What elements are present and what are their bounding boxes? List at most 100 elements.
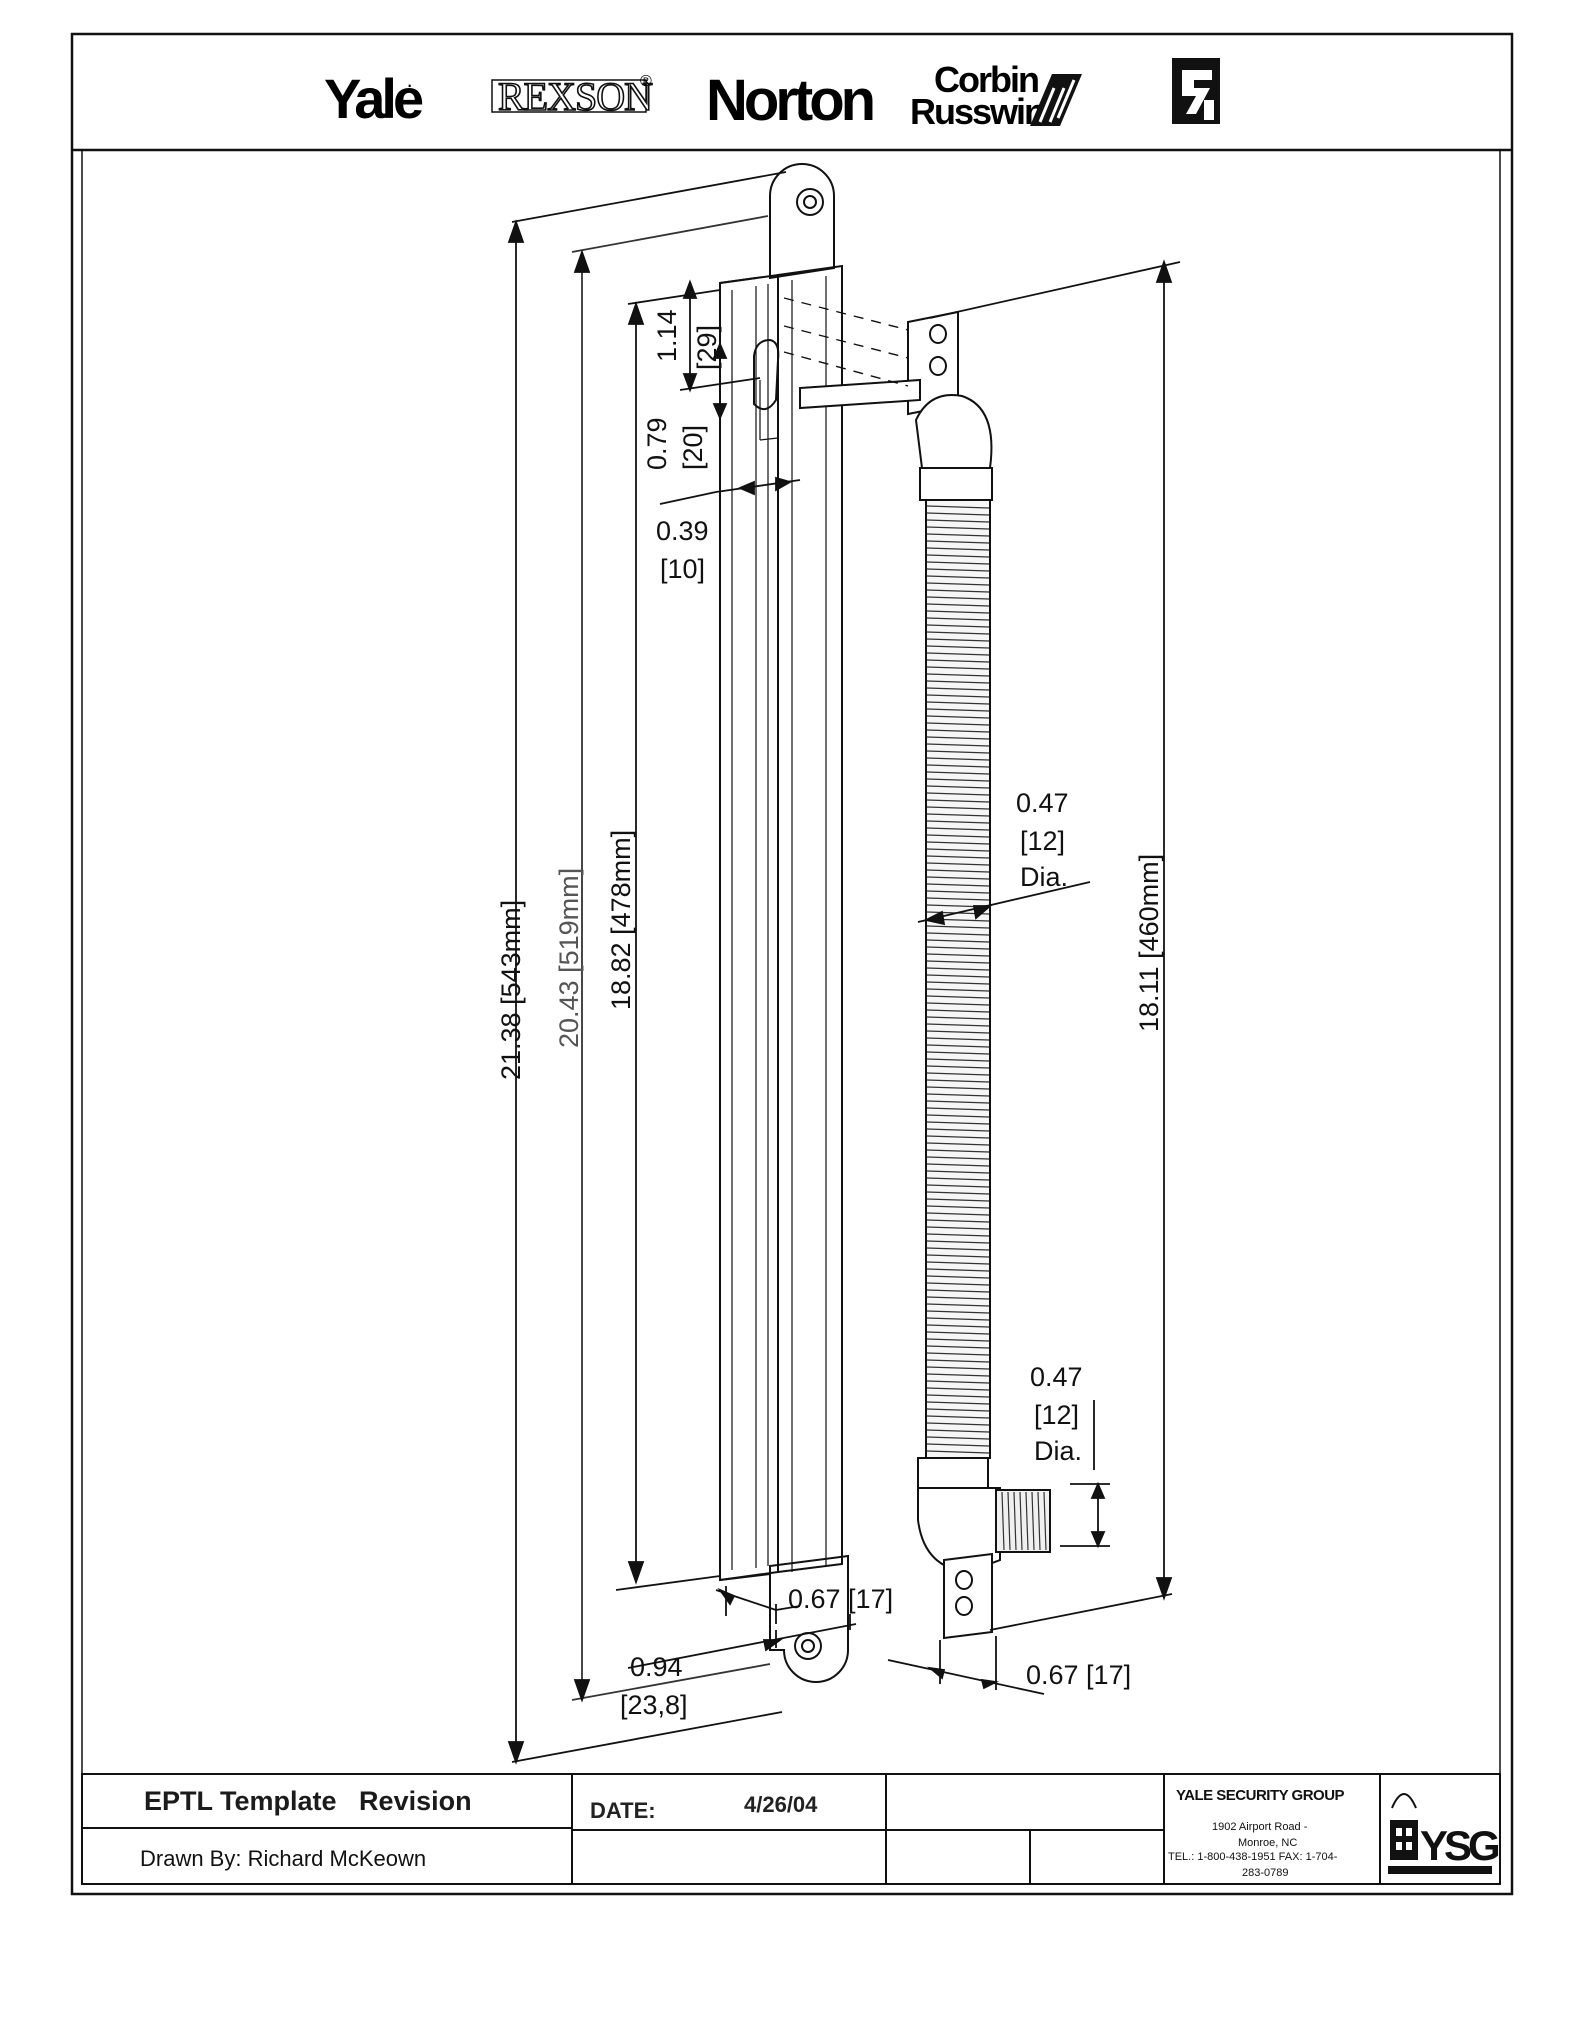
cable-rib (926, 1450, 990, 1454)
projection-lines (783, 297, 909, 387)
cable-rib (926, 1072, 990, 1076)
cable-dia-dimension-mm: [12] (1020, 826, 1065, 856)
cable-rib (926, 603, 990, 607)
cable-rib (926, 617, 990, 621)
cable-rib (926, 652, 990, 656)
slot-offset-dimension-mm: [20] (678, 425, 708, 470)
cable-rib (926, 1324, 990, 1328)
drawn-by: Drawn By: Richard McKeown (140, 1846, 426, 1871)
top-offset-dimension-mm: [29] (692, 325, 722, 370)
cable-rib (926, 813, 990, 817)
cable-rib (926, 1121, 990, 1125)
cable-rib (926, 792, 990, 796)
cable-rib (926, 1023, 990, 1027)
cable-rib (926, 1240, 990, 1244)
cable-rib (926, 890, 990, 894)
cable-rib (926, 1002, 990, 1006)
cable-rib (926, 533, 990, 537)
cable-rib (926, 960, 990, 964)
cable-rib (926, 939, 990, 943)
cable-rib (926, 1345, 990, 1349)
cable-rib (926, 953, 990, 957)
cable-rib (926, 764, 990, 768)
ysg-logo-text: YSG (1420, 1822, 1499, 1869)
armored-cable (799, 310, 1051, 1640)
cable-rib (926, 1086, 990, 1090)
slot-width-dimension-in: 0.39 (656, 516, 709, 546)
rexson-logo: REXSON (498, 74, 652, 119)
cable-rib (926, 1100, 990, 1104)
top-offset-dimension-in: 1.14 (652, 309, 682, 362)
slot-opening (753, 338, 780, 411)
title-block-text: EPTL Template Revision Drawn By: Richard… (140, 1786, 1345, 1879)
cable-rib (926, 1296, 990, 1300)
cable-rib (926, 1275, 990, 1279)
cable-rib (926, 834, 990, 838)
cable-rib (926, 1436, 990, 1440)
cable-rib (926, 1177, 990, 1181)
slot-length-dimension: 18.82 [478mm] (606, 830, 636, 1010)
cable-rib (926, 596, 990, 600)
overall-length-dimension: 21.38 [543mm] (496, 900, 526, 1080)
cable-rib (926, 1044, 990, 1048)
cable-body (925, 499, 991, 1459)
cable-rib (926, 827, 990, 831)
cable-top-ferrule (919, 467, 993, 501)
bottom-mounting-hole-inner (801, 1639, 815, 1653)
cable-rib (926, 1282, 990, 1286)
channel-front (719, 273, 779, 1582)
thread-rib (1043, 1491, 1047, 1551)
cable-rib (926, 883, 990, 887)
cable-rib (926, 1373, 990, 1377)
company-name: YALE SECURITY GROUP (1176, 1787, 1345, 1804)
thread-rib (1013, 1491, 1017, 1551)
rexson-logo-mark: ® (640, 73, 652, 90)
end-dia-label: Dia. (1034, 1436, 1082, 1466)
cable-rib (926, 1429, 990, 1433)
cable-rib (926, 575, 990, 579)
channel-length-dimension: 20.43 [519mm] (554, 868, 584, 1048)
cable-rib (926, 743, 990, 747)
cable-rib (926, 1310, 990, 1314)
cable-rib (926, 1163, 990, 1167)
slot-width-dimension-mm: [10] (660, 554, 705, 584)
cable-rib (926, 1422, 990, 1426)
cable-rib (926, 1254, 990, 1258)
cable-bottom-ferrule (917, 1457, 989, 1489)
cable-rib (926, 1142, 990, 1146)
cable-rib (926, 1359, 990, 1363)
corbin-logo-stripes (1030, 74, 1082, 126)
yale-logo: Yale (324, 67, 423, 130)
cable-rib (926, 981, 990, 985)
slot-offset-dimension-in: 0.79 (642, 417, 672, 470)
cable-rib (926, 645, 990, 649)
end-dia-dimension-mm: [12] (1034, 1400, 1079, 1430)
cable-rib (926, 932, 990, 936)
channel-side (777, 264, 843, 1573)
cable-bottom-bracket (943, 1552, 993, 1640)
cable-rib (926, 778, 990, 782)
cable-rib (926, 1261, 990, 1265)
cable-rib (926, 750, 990, 754)
cable-end-thread-ribs (1001, 1491, 1047, 1551)
cable-rib (926, 1401, 990, 1405)
cable-rib (926, 512, 990, 516)
company-phone: TEL.: 1-800-438-1951 FAX: 1-704- (1168, 1851, 1338, 1863)
cable-rib (926, 1338, 990, 1342)
corbin-logo-line2: Russwin (910, 91, 1044, 132)
cable-rib (926, 1051, 990, 1055)
cable-rib (926, 1247, 990, 1251)
cable-rib (926, 1205, 990, 1209)
rexson-logo-frame (491, 79, 647, 113)
channel-width-dimension: 0.67 [17] (788, 1584, 893, 1614)
cable-rib (926, 897, 990, 901)
top-mounting-hole (796, 188, 824, 216)
cable-rib (926, 1093, 990, 1097)
cable-rib (926, 1331, 990, 1335)
cable-rib (926, 848, 990, 852)
cable-rib (926, 659, 990, 663)
cable-rib (926, 862, 990, 866)
cable-rib (926, 526, 990, 530)
date-value: 4/26/04 (744, 1792, 818, 1817)
corbin-logo-line1: Corbin (934, 59, 1038, 100)
